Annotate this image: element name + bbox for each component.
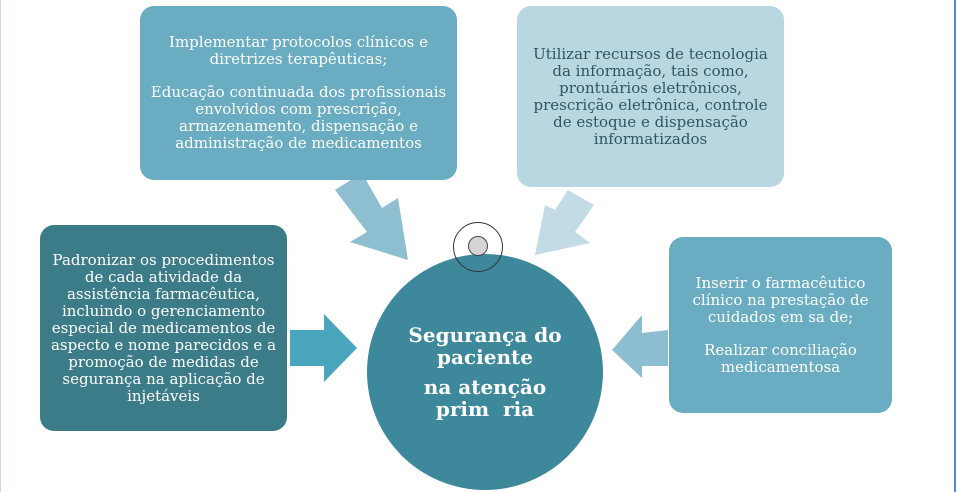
rotation-handle[interactable] bbox=[468, 236, 488, 256]
center-circle: Segurança do paciente na atenção prim ri… bbox=[367, 254, 603, 490]
box-text: Utilizar recursos de tecnologia da infor… bbox=[533, 44, 768, 148]
box-text: Realizar conciliação medicamentosa bbox=[704, 340, 857, 376]
arrow-top-left bbox=[335, 173, 408, 260]
box-protocols-education: Implementar protocolos clínicos e diretr… bbox=[140, 6, 457, 180]
arrow-right bbox=[612, 315, 668, 378]
center-title-line: na atenção bbox=[423, 375, 547, 399]
rotation-handle-ring[interactable] bbox=[453, 222, 503, 272]
box-text: Inserir o farmacêutico clínico na presta… bbox=[692, 273, 869, 326]
center-title-line: paciente bbox=[437, 345, 533, 369]
box-information-technology: Utilizar recursos de tecnologia da infor… bbox=[517, 6, 784, 187]
box-clinical-pharmacist: Inserir o farmacêutico clínico na presta… bbox=[669, 237, 892, 413]
arrow-left bbox=[290, 314, 357, 382]
box-text: Educação continuada dos profissionais en… bbox=[150, 83, 447, 152]
box-text: Padronizar os procedimentos de cada ativ… bbox=[50, 250, 277, 405]
box-text: Implementar protocolos clínicos e diretr… bbox=[169, 33, 428, 68]
box-standardize-procedures: Padronizar os procedimentos de cada ativ… bbox=[40, 225, 287, 431]
center-title-line: prim ria bbox=[435, 397, 535, 421]
arrow-top-right bbox=[535, 190, 594, 255]
center-title-line: Segurança do bbox=[408, 323, 562, 347]
